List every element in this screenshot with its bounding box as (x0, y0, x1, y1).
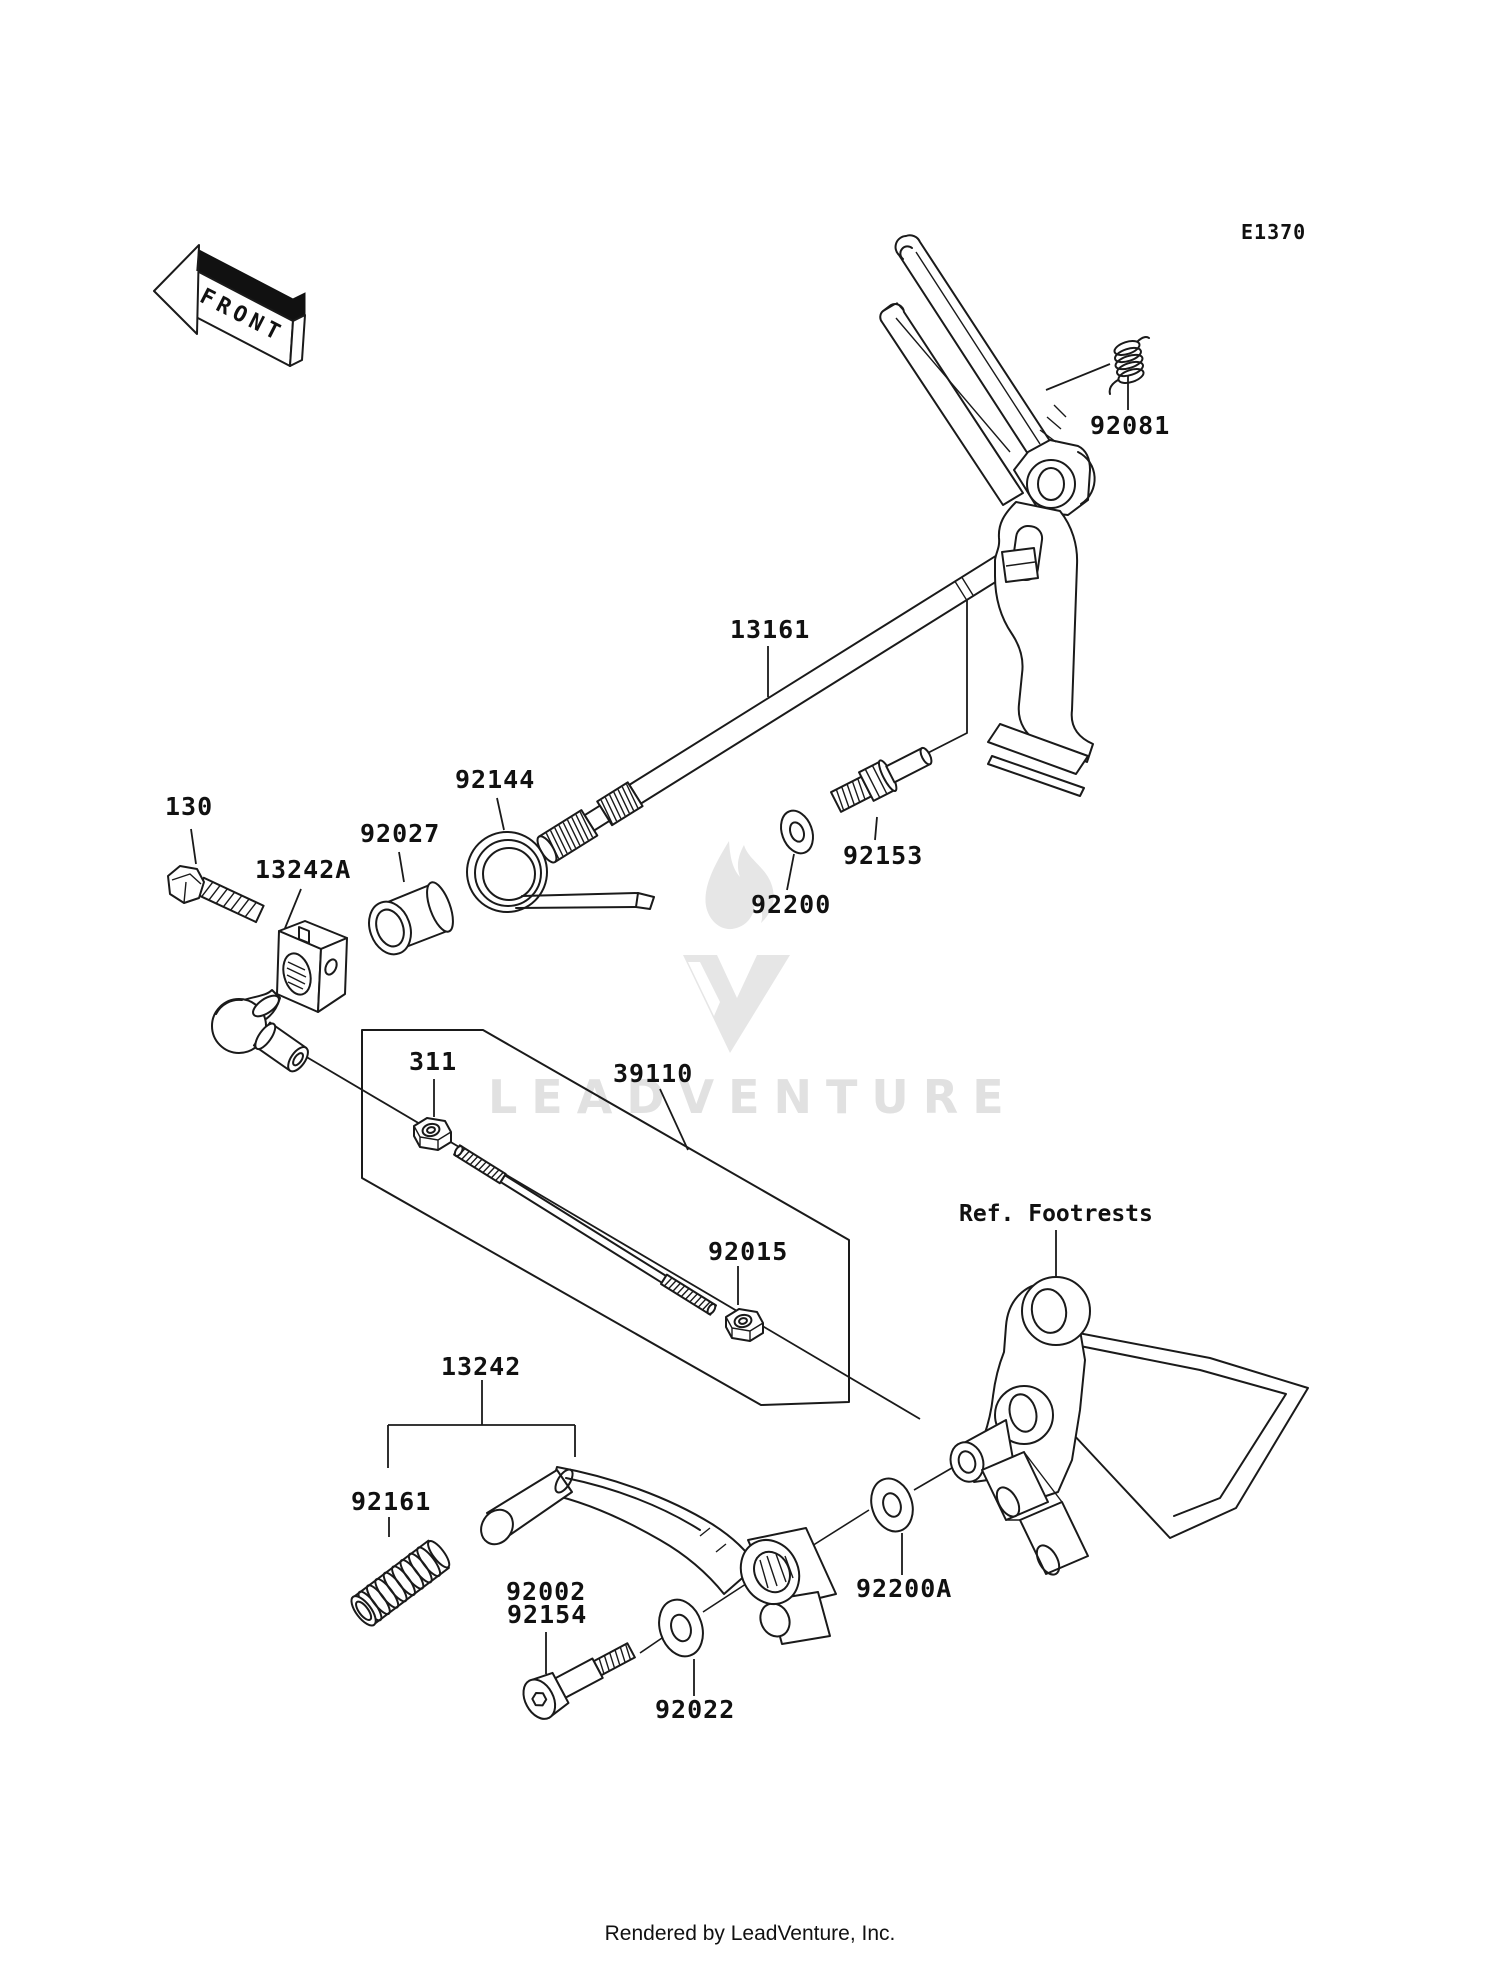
part-label-92015: 92015 (708, 1237, 789, 1266)
bushing-92027-drawing (368, 881, 454, 956)
bolt-92002-drawing (522, 1642, 636, 1720)
part-label-92027: 92027 (360, 819, 441, 848)
part-label-311: 311 (409, 1047, 458, 1076)
washer-92200a-drawing (870, 1477, 914, 1533)
footer-credit: Rendered by LeadVenture, Inc. (604, 1922, 896, 1945)
tie-rod-39110-drawing (453, 1144, 718, 1316)
part-label-92153: 92153 (843, 841, 924, 870)
part-label-92154: 92154 (507, 1600, 588, 1629)
part-label-92200a: 92200A (856, 1574, 953, 1603)
washer-92022-drawing (658, 1598, 704, 1658)
part-label-92144: 92144 (455, 765, 536, 794)
diagram-code: E1370 (1241, 220, 1307, 244)
part-label-92200: 92200 (751, 890, 832, 919)
footrest-bracket-drawing (949, 1276, 1309, 1576)
washer-92200-drawing (780, 809, 814, 855)
front-arrow-drawing (153, 244, 306, 367)
bolt-92153-drawing (830, 746, 933, 813)
gearshift-arm-assembly-drawing (879, 234, 1096, 797)
leader-lines (190, 363, 1129, 1696)
tie-rod-group-box (361, 1029, 850, 1406)
part-label-92022: 92022 (655, 1695, 736, 1724)
bolt-130-drawing (167, 865, 265, 924)
part-label-13161: 13161 (730, 615, 811, 644)
nut-311-drawing (413, 1117, 452, 1151)
part-label-92002: 92002 (506, 1577, 587, 1606)
shift-arm-clamp-13242a-drawing (211, 920, 348, 1073)
part-label-92081: 92081 (1090, 411, 1171, 440)
part-label-13242: 13242 (441, 1352, 522, 1381)
shift-pedal-13242-drawing (480, 1466, 837, 1645)
part-label-13242a: 13242A (255, 855, 352, 884)
nut-92015-drawing (725, 1308, 764, 1342)
ref-footrests-label: Ref. Footrests (959, 1201, 1153, 1227)
torsion-spring-92144-drawing (466, 831, 655, 913)
watermark-logo (683, 841, 790, 1053)
part-label-130: 130 (165, 792, 214, 821)
watermark-text: LEADVENTURE (488, 1070, 1018, 1124)
pedal-rubber-92161-drawing (350, 1539, 451, 1627)
part-label-92161: 92161 (351, 1487, 432, 1516)
part-label-39110: 39110 (613, 1059, 694, 1088)
spring-92081-drawing (1108, 336, 1150, 395)
shift-shaft-13161-drawing (536, 549, 1017, 864)
